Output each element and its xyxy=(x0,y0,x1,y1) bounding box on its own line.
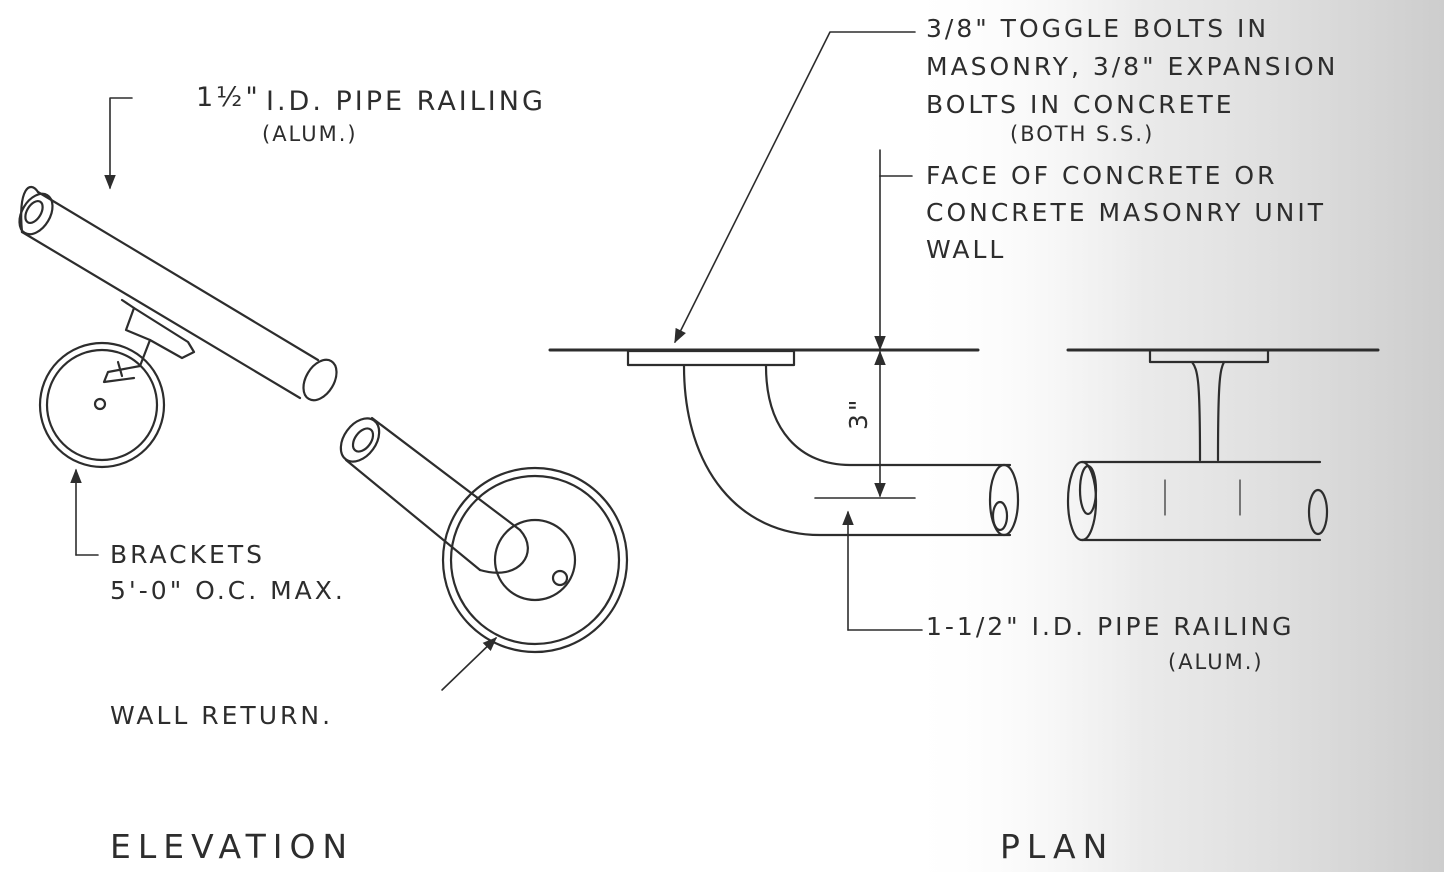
paper-shading xyxy=(900,0,1444,872)
plan-bolts-line4: (BOTH S.S.) xyxy=(1010,122,1155,146)
elevation-wall-return xyxy=(339,416,629,654)
elevation-brackets-spacing: 5'-0" O.C. MAX. xyxy=(110,576,346,605)
plan-pipe-label: 1-1/2" I.D. PIPE RAILING xyxy=(926,612,1295,641)
plan-pipe-material: (ALUM.) xyxy=(1168,650,1264,674)
plan-wall-face-line2: CONCRETE MASONRY UNIT xyxy=(926,198,1327,227)
elevation-pipe-size: 1½" xyxy=(196,82,261,113)
plan-dimension-label: 3" xyxy=(844,396,873,430)
elevation-pipe-label: I.D. PIPE RAILING xyxy=(266,86,546,117)
plan-wall-face-line3: WALL xyxy=(926,235,1007,264)
plan-bolts-line3: BOLTS IN CONCRETE xyxy=(926,90,1235,119)
elevation-wall-plate-left xyxy=(38,341,166,469)
elevation-bracket xyxy=(102,298,196,384)
plan-bolts-line1: 3/8" TOGGLE BOLTS IN xyxy=(926,14,1270,43)
plan-bolts-leader xyxy=(674,31,916,344)
plan-title: PLAN xyxy=(1000,827,1115,866)
elevation-brackets-label: BRACKETS xyxy=(110,540,265,569)
elevation-title: ELEVATION xyxy=(110,827,355,866)
elevation-upper-pipe xyxy=(18,186,338,402)
elevation-pipe-material: (ALUM.) xyxy=(262,122,358,146)
plan-wall-face-line1: FACE OF CONCRETE OR xyxy=(926,161,1278,190)
plan-pipe-right xyxy=(1066,460,1329,542)
plan-return-pipe xyxy=(682,364,1020,537)
plan-bolts-line2: MASONRY, 3/8" EXPANSION xyxy=(926,52,1339,81)
plan-wall-plate xyxy=(626,349,796,367)
plan-bracket-right xyxy=(1148,348,1270,462)
elevation-wall-return-label: WALL RETURN. xyxy=(110,701,334,730)
plan-dimension xyxy=(814,149,923,631)
elevation-leaders xyxy=(70,97,498,691)
